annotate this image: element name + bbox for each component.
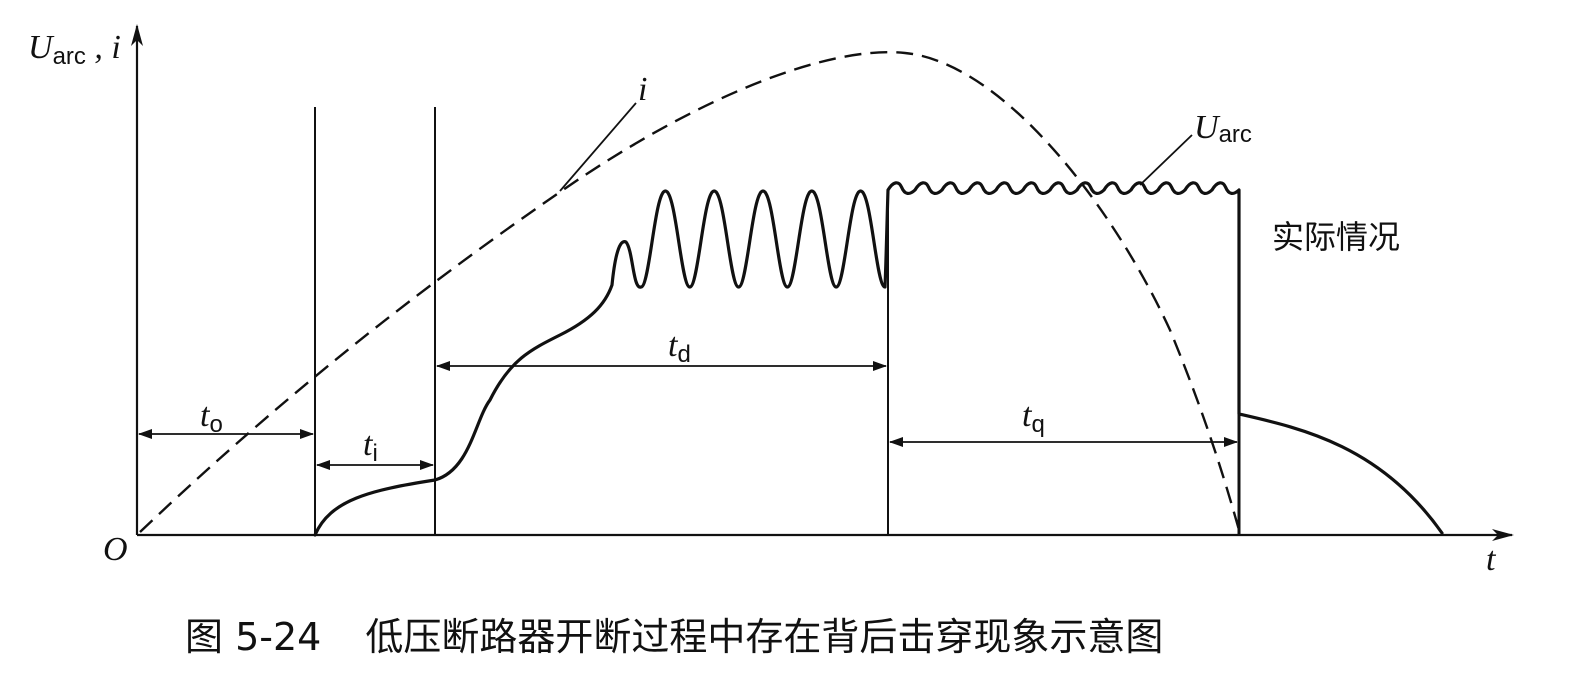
t-i-label-main: t bbox=[363, 426, 374, 463]
arc-voltage-curve bbox=[313, 181, 1444, 537]
y-axis-label: Uarc , i bbox=[28, 29, 121, 70]
y-axis-label-main: U bbox=[28, 29, 55, 66]
t-q-label: tq bbox=[1022, 397, 1045, 438]
figure-number: 图 5-24 bbox=[185, 615, 321, 659]
arc-voltage-label-sub: arc bbox=[1219, 121, 1252, 148]
figure-caption: 图 5-24 低压断路器开断过程中存在背后击穿现象示意图 bbox=[185, 615, 1163, 659]
y-axis-label-tail: , i bbox=[86, 29, 121, 66]
t-o-label: to bbox=[200, 397, 223, 438]
t-q-label-sub: q bbox=[1031, 411, 1044, 438]
x-axis-label: t bbox=[1486, 541, 1497, 578]
figure-caption-text: 低压断路器开断过程中存在背后击穿现象示意图 bbox=[365, 615, 1163, 659]
t-d-label-main: t bbox=[668, 327, 679, 364]
arc-voltage-label-main: U bbox=[1194, 109, 1221, 146]
t-i-label: ti bbox=[363, 426, 378, 467]
t-d-label: td bbox=[668, 327, 691, 368]
arc-voltage-leader-line bbox=[1139, 134, 1193, 186]
origin-label: O bbox=[103, 531, 128, 568]
t-q-label-main: t bbox=[1022, 397, 1033, 434]
actual-situation-label: 实际情况 bbox=[1272, 218, 1400, 256]
t-d-label-sub: d bbox=[677, 341, 690, 368]
t-o-label-sub: o bbox=[209, 411, 222, 438]
y-axis-label-sub: arc bbox=[53, 43, 86, 70]
current-leader-line bbox=[559, 102, 637, 192]
current-curve bbox=[139, 51, 1241, 533]
current-curve-label: i bbox=[638, 71, 647, 108]
arc-voltage-label: Uarc bbox=[1194, 109, 1252, 148]
t-i-label-sub: i bbox=[372, 440, 377, 467]
t-o-label-main: t bbox=[200, 397, 211, 434]
